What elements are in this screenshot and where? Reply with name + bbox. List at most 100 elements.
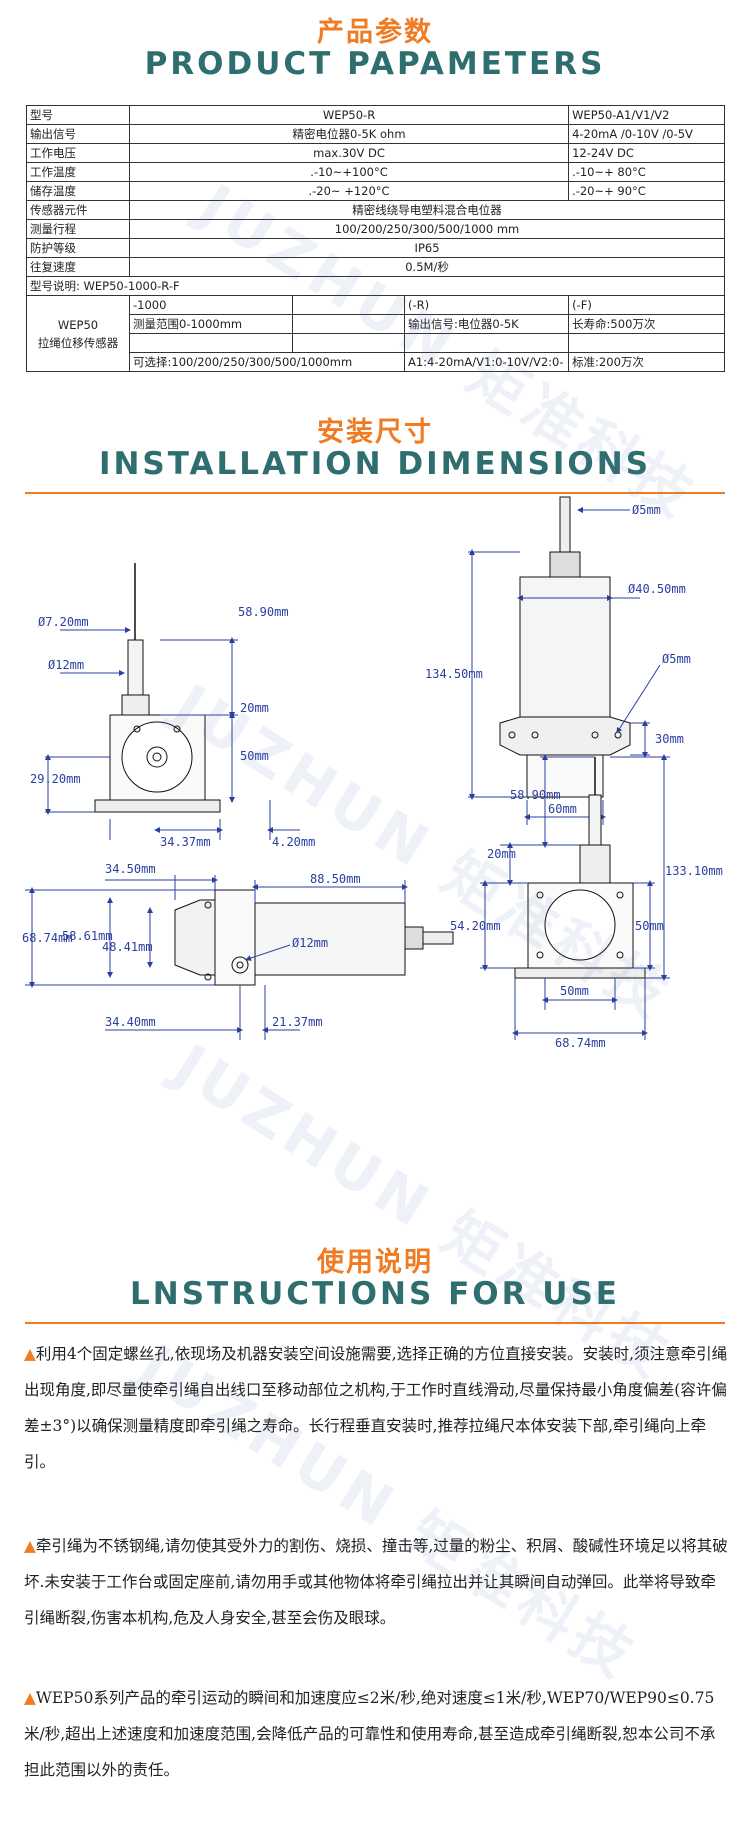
table-row: 输出信号 精密电位器0-5K ohm 4-20mA /0-10V /0-5V <box>26 124 726 144</box>
table-cell: .-20~+ 90°C <box>568 181 726 201</box>
table-row <box>27 333 726 353</box>
table-row: 传感器元件 精密线绕导电塑料混合电位器 <box>26 200 726 220</box>
table-row: WEP50 拉绳位移传感器 -1000 (-R) (-F) <box>26 295 726 372</box>
dim-label: 60mm <box>548 802 577 816</box>
section-title-params-en: PRODUCT PAPAMETERS <box>144 46 606 82</box>
table-cell <box>568 333 726 353</box>
table-row: 可选择:100/200/250/300/500/1000mm A1:4-20mA… <box>27 352 726 372</box>
dim-label: Ø40.50mm <box>628 582 686 596</box>
dim-label: 48.41mm <box>102 940 153 954</box>
instruction-paragraph: ▲WEP50系列产品的牵引运动的瞬间和加速度应≤2米/秒,绝对速度≤1米/秒,W… <box>24 1680 728 1788</box>
dim-label: 134.50mm <box>425 667 483 681</box>
dim-label: 58.90mm <box>238 605 289 619</box>
table-cell: 精密电位器0-5K ohm <box>128 124 570 144</box>
table-cell: 传感器元件 <box>26 200 130 220</box>
spec-table: 型号 WEP50-R WEP50-A1/V1/V2 输出信号 精密电位器0-5K… <box>25 105 726 372</box>
instruction-paragraph: ▲牵引绳为不锈钢绳,请勿使其受外力的割伤、烧损、撞击等,过量的粉尘、积屑、酸碱性… <box>24 1528 728 1636</box>
dim-label: 68.74mm <box>555 1036 606 1050</box>
table-cell <box>292 295 405 315</box>
table-cell: 标准:200万次 <box>568 352 726 372</box>
table-cell: WEP50-R <box>128 105 570 125</box>
dim-label: Ø7.20mm <box>38 615 89 629</box>
table-row: 工作温度 .-10~+100°C .-10~+ 80°C <box>26 162 726 182</box>
table-cell: 工作温度 <box>26 162 130 182</box>
dim-label: 68.74mm <box>22 931 73 945</box>
triangle-icon: ▲ <box>24 1537 36 1555</box>
instruction-paragraph: ▲利用4个固定螺丝孔,依现场及机器安装空间设施需要,选择正确的方位直接安装。安装… <box>24 1336 728 1480</box>
table-cell: 4-20mA /0-10V /0-5V <box>568 124 726 144</box>
table-cell: max.30V DC <box>128 143 570 163</box>
table-row: 储存温度 .-20~ +120°C .-20~+ 90°C <box>26 181 726 201</box>
dim-label: 34.37mm <box>160 835 211 849</box>
table-cell: WEP50-A1/V1/V2 <box>568 105 726 125</box>
table-cell: (-F) <box>568 295 726 315</box>
dim-label: Ø12mm <box>48 658 84 672</box>
dim-label: 54.20mm <box>450 919 501 933</box>
triangle-icon: ▲ <box>24 1345 36 1363</box>
section-title-install-en: INSTALLATION DIMENSIONS <box>98 446 652 482</box>
table-row: 测量范围0-1000mm 输出信号:电位器0-5K 长寿命:500万次 <box>27 314 726 334</box>
table-cell: 储存温度 <box>26 181 130 201</box>
table-cell <box>292 333 405 353</box>
table-cell: .-10~+ 80°C <box>568 162 726 182</box>
table-cell: .-20~ +120°C <box>128 181 570 201</box>
table-cell: .-10~+100°C <box>128 162 570 182</box>
table-row: 型号 WEP50-R WEP50-A1/V1/V2 <box>26 105 726 125</box>
dim-label: 21.37mm <box>272 1015 323 1029</box>
table-cell: 12-24V DC <box>568 143 726 163</box>
dimension-drawing: Ø7.20mm 58.90mm Ø12mm 20mm 50mm 29.20mm … <box>22 496 723 1050</box>
dim-label: Ø5mm <box>662 652 691 666</box>
section-title-params-cn: 产品参数 <box>317 17 433 48</box>
table-cell: -1000 <box>129 295 293 315</box>
section-title-install-cn: 安装尺寸 <box>317 417 433 448</box>
table-cell: (-R) <box>403 295 570 315</box>
table-cell: 精密线绕导电塑料混合电位器 <box>128 200 726 220</box>
dim-label: 58.90mm <box>510 788 561 802</box>
instruction-text: 利用4个固定螺丝孔,依现场及机器安装空间设施需要,选择正确的方位直接安装。安装时… <box>24 1345 728 1471</box>
dim-label: 88.50mm <box>310 872 361 886</box>
table-cell: 输出信号:电位器0-5K <box>403 314 570 334</box>
divider <box>25 492 725 494</box>
dim-label: 34.50mm <box>105 862 156 876</box>
table-row: 型号说明: WEP50-1000-R-F <box>25 276 726 296</box>
dim-label: 20mm <box>240 701 269 715</box>
table-cell: IP65 <box>128 238 726 258</box>
dim-label: 50mm <box>240 749 269 763</box>
table-cell: A1:4-20mA/V1:0-10V/V2:0- <box>403 352 570 372</box>
table-cell <box>292 314 405 334</box>
dim-label: Ø12mm <box>292 936 328 950</box>
dim-label: 133.10mm <box>665 864 723 878</box>
dim-label: 50mm <box>560 984 589 998</box>
model-description: 型号说明: WEP50-1000-R-F <box>25 276 726 296</box>
table-cell <box>403 333 570 353</box>
instruction-text: WEP50系列产品的牵引运动的瞬间和加速度应≤2米/秒,绝对速度≤1米/秒,WE… <box>24 1689 716 1779</box>
instruction-text: 牵引绳为不锈钢绳,请勿使其受外力的割伤、烧损、撞击等,过量的粉尘、积屑、酸碱性环… <box>24 1537 728 1627</box>
table-cell: 型号 <box>26 105 130 125</box>
divider <box>25 1322 725 1324</box>
table-cell: 长寿命:500万次 <box>568 314 726 334</box>
table-cell <box>129 333 293 353</box>
table-cell: 测量行程 <box>26 219 130 239</box>
section-title-usage-cn: 使用说明 <box>317 1247 433 1278</box>
section-title-usage-en: LNSTRUCTIONS FOR USE <box>130 1276 620 1312</box>
dim-label: 29.20mm <box>30 772 81 786</box>
table-cell: 防护等级 <box>26 238 130 258</box>
table-row: 防护等级 IP65 <box>26 238 726 258</box>
dim-label: Ø5mm <box>632 503 661 517</box>
dim-label: 4.20mm <box>272 835 315 849</box>
dim-label: 58.61mm <box>62 929 113 943</box>
table-cell: 可选择:100/200/250/300/500/1000mm <box>129 352 405 372</box>
dim-label: 50mm <box>635 919 664 933</box>
dim-label: 30mm <box>655 732 684 746</box>
table-row: 工作电压 max.30V DC 12-24V DC <box>26 143 726 163</box>
table-row: 往复速度 0.5M/秒 <box>26 257 726 277</box>
table-cell: 测量范围0-1000mm <box>129 314 293 334</box>
table-row: 测量行程 100/200/250/300/500/1000 mm <box>26 219 726 239</box>
table-cell: 输出信号 <box>26 124 130 144</box>
model-name: WEP50 拉绳位移传感器 <box>26 295 130 372</box>
table-cell: 往复速度 <box>26 257 130 277</box>
dim-label: 20mm <box>487 847 516 861</box>
triangle-icon: ▲ <box>24 1689 36 1707</box>
table-cell: 0.5M/秒 <box>128 257 726 277</box>
table-cell: 100/200/250/300/500/1000 mm <box>128 219 726 239</box>
